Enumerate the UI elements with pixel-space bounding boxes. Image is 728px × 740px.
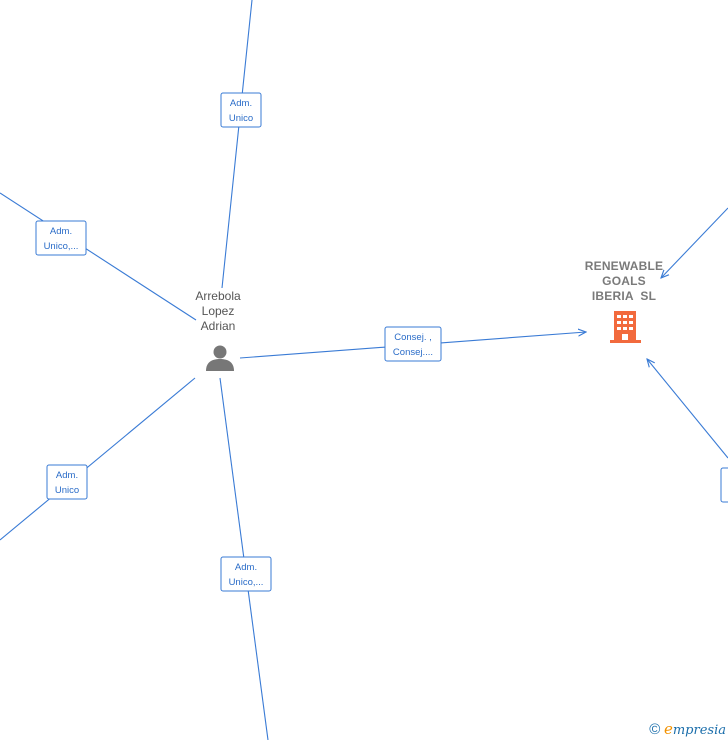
edge-label-consej-line2: Consej....: [393, 347, 433, 358]
edge-label-upper-left-line1: Adm.: [50, 226, 72, 237]
edge-lower-left: [0, 377, 196, 541]
edge-label-upper-left[interactable]: Adm. Unico,...: [35, 220, 87, 256]
company-name[interactable]: RENEWABLE GOALS IBERIA SL: [572, 259, 676, 304]
brand-logo-text: mpresia: [672, 723, 726, 738]
edge-label-top[interactable]: Adm. Unico: [220, 92, 262, 128]
edge-label-bottom[interactable]: Adm. Unico,...: [220, 556, 272, 592]
company-name-line2: GOALS: [602, 274, 646, 288]
edge-upper-left: [0, 192, 197, 321]
edge-label-lower-left-line2: Unico: [55, 485, 79, 496]
edge-incoming-bottom-right: [647, 359, 728, 459]
person-name-line1: Arrebola: [195, 289, 241, 303]
edge-incoming-top-right: [661, 207, 728, 278]
edge-label-lower-left-line1: Adm.: [56, 470, 78, 481]
brand-logo-e: e: [663, 720, 673, 738]
edge-label-upper-left-line2: Unico,...: [44, 241, 79, 252]
edge-top: [221, 0, 253, 289]
edge-label-consej-line1: Consej. ,: [394, 332, 432, 343]
edge-label-offscreen[interactable]: [720, 467, 728, 503]
footer-brand: © empresia: [649, 720, 726, 738]
edge-label-bottom-line2: Unico,...: [229, 577, 264, 588]
copyright-symbol: ©: [649, 721, 661, 738]
edge-label-bottom-line1: Adm.: [235, 562, 257, 573]
company-name-line1: RENEWABLE: [584, 259, 664, 273]
edge-label-top-line1: Adm.: [230, 98, 252, 109]
person-name[interactable]: Arrebola Lopez Adrian: [180, 289, 256, 334]
person-name-line2: Lopez: [201, 304, 235, 318]
person-icon[interactable]: [206, 345, 234, 372]
company-name-line3: IBERIA SL: [591, 289, 657, 303]
building-icon[interactable]: [610, 311, 641, 343]
person-name-line3: Adrian: [200, 319, 236, 333]
edge-label-top-line2: Unico: [229, 113, 253, 124]
edge-label-consej[interactable]: Consej. , Consej....: [384, 326, 442, 362]
edge-label-lower-left[interactable]: Adm. Unico: [46, 464, 88, 500]
